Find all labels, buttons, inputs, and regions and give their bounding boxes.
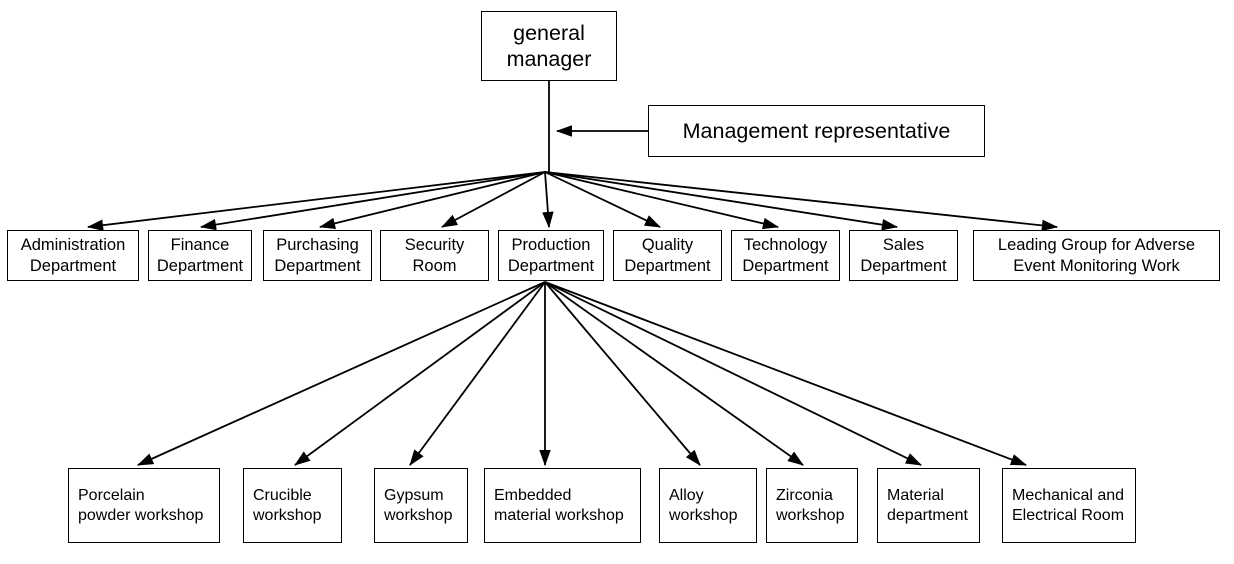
node-embedded-material-workshop[interactable]: Embedded material workshop [484, 468, 641, 543]
node-security-room[interactable]: Security Room [380, 230, 489, 281]
node-leading-group-adverse-event[interactable]: Leading Group for Adverse Event Monitori… [973, 230, 1220, 281]
node-mechanical-electrical-room[interactable]: Mechanical and Electrical Room [1002, 468, 1136, 543]
node-porcelain-powder-workshop[interactable]: Porcelain powder workshop [68, 468, 220, 543]
node-sales-department[interactable]: Sales Department [849, 230, 958, 281]
node-technology-department[interactable]: Technology Department [731, 230, 840, 281]
node-administration-department[interactable]: Administration Department [7, 230, 139, 281]
node-quality-department[interactable]: Quality Department [613, 230, 722, 281]
node-gypsum-workshop[interactable]: Gypsum workshop [374, 468, 468, 543]
node-purchasing-department[interactable]: Purchasing Department [263, 230, 372, 281]
gm-fanout-edges [86, 171, 1059, 232]
node-crucible-workshop[interactable]: Crucible workshop [243, 468, 342, 543]
production-fanout-edges [137, 281, 1028, 467]
node-production-department[interactable]: Production Department [498, 230, 604, 281]
node-management-representative[interactable]: Management representative [648, 105, 985, 157]
node-general-manager[interactable]: general manager [481, 11, 617, 81]
node-finance-department[interactable]: Finance Department [148, 230, 252, 281]
node-material-department[interactable]: Material department [877, 468, 980, 543]
node-zirconia-workshop[interactable]: Zirconia workshop [766, 468, 858, 543]
node-alloy-workshop[interactable]: Alloy workshop [659, 468, 757, 543]
